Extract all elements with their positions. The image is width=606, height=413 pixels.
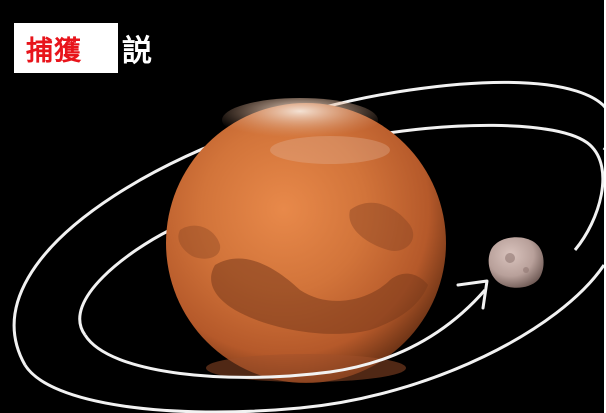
inner-orbit-front <box>83 289 487 379</box>
title-badge: 捕獲 <box>14 23 118 73</box>
outer-orbit-back <box>12 80 604 366</box>
phobos-moon <box>488 237 544 288</box>
mars-planet <box>166 98 446 383</box>
arrowhead-icon <box>456 279 489 310</box>
inner-orbit-back <box>78 123 604 336</box>
title-rest: 説 <box>122 34 152 69</box>
outer-orbit-front <box>23 264 604 413</box>
title-highlight: 捕獲 <box>26 35 82 67</box>
title: 捕獲 説 <box>14 23 152 73</box>
